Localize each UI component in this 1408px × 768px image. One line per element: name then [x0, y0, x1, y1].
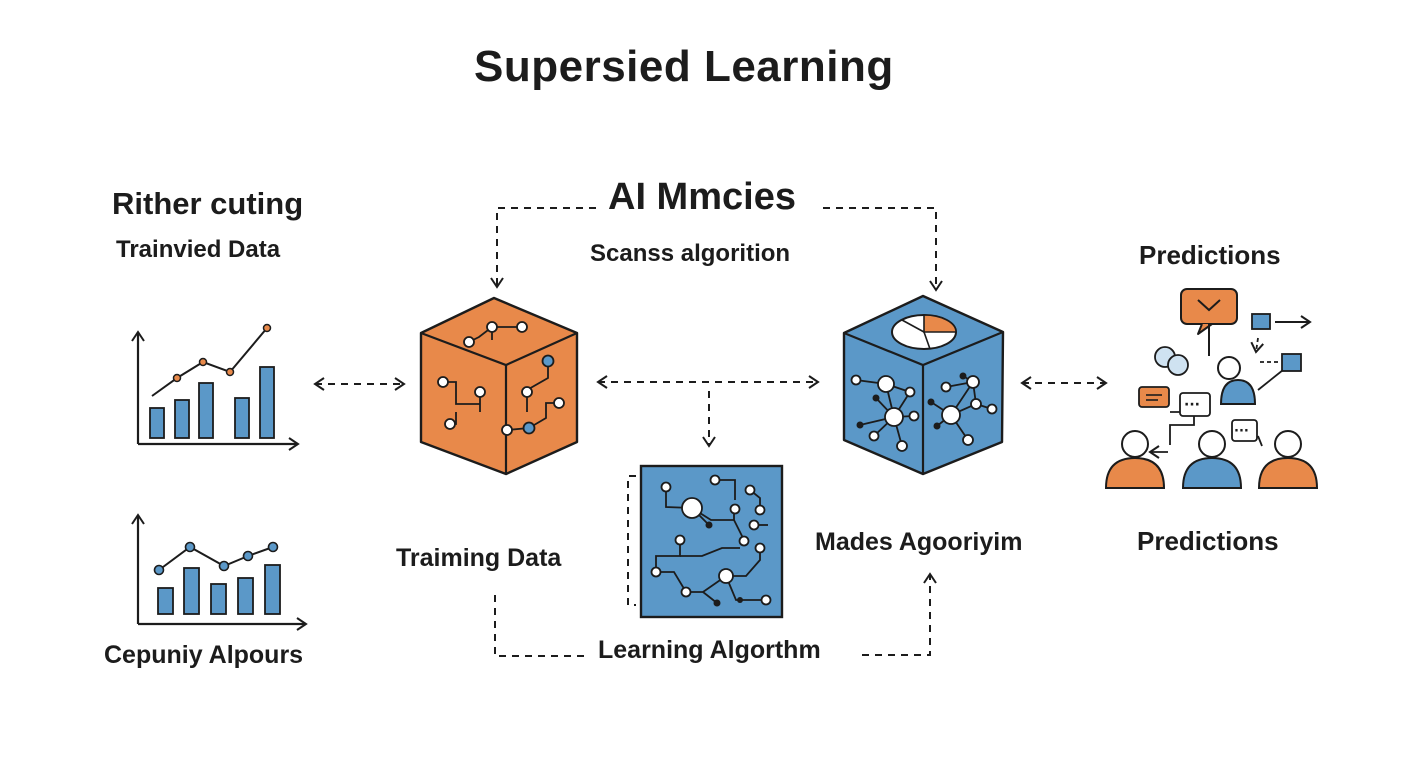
svg-text:···: ··· — [1184, 397, 1200, 413]
dashed-connectors — [313, 207, 1108, 657]
learning-algorithm-label: Learning Algorthm — [598, 636, 821, 664]
left-bottom-label: Cepuniy Alpours — [104, 641, 304, 669]
svg-text:···: ··· — [1234, 424, 1249, 439]
left-subheading: Trainvied Data — [116, 236, 281, 263]
left-heading: Rither cuting — [112, 186, 304, 221]
center-top-heading: AI Mmcies — [608, 176, 796, 218]
training-data-label: Traiming Data — [396, 544, 562, 572]
people-network-icon: ··· ··· — [1104, 288, 1319, 489]
page-title: Supersied Learning — [474, 42, 894, 91]
predictions-bottom-label: Predictions — [1137, 526, 1279, 556]
line-bar-chart-icon — [131, 513, 308, 631]
model-algorithm-label: Mades Agooriyim — [815, 528, 1023, 556]
predictions-heading: Predictions — [1139, 240, 1281, 270]
center-top-subheading: Scanss algorition — [590, 240, 791, 267]
orange-cube-icon — [419, 296, 579, 476]
bar-chart-icon — [131, 323, 300, 451]
blue-cube-icon — [842, 294, 1005, 476]
circuit-board-icon — [639, 464, 784, 619]
